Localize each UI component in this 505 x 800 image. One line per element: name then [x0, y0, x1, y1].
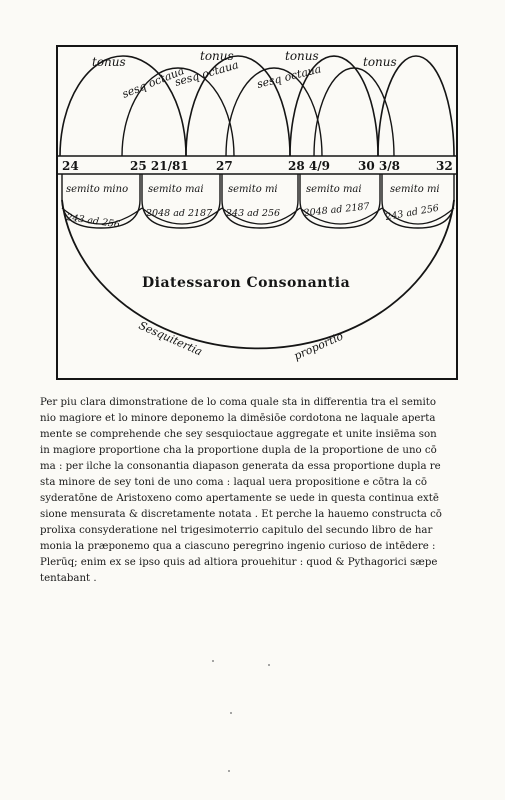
- number-25-21-81: 25 21/81: [130, 159, 189, 173]
- tone-arc-4: [377, 55, 455, 157]
- ratio-bracket-1: [61, 207, 143, 225]
- ratio-bracket-4: [299, 207, 383, 225]
- ratio-label-5: 243 ad 256: [384, 203, 440, 223]
- ratio-label-2: 2048 ad 2187: [145, 208, 213, 219]
- speck: [230, 712, 232, 714]
- diagram-frame: [56, 45, 458, 380]
- sesquitertia-arc: [61, 199, 455, 350]
- ratio-bracket-2: [141, 207, 223, 225]
- number-32: 32: [436, 159, 453, 173]
- body-line-6: sta minore de sey toni de uno coma : laq…: [40, 477, 428, 488]
- tone-arc-2: [185, 55, 291, 157]
- sesq-arc-1: [121, 67, 235, 157]
- body-line-5: ma : per ilche la consonantia diapason g…: [40, 461, 441, 472]
- diagram-title: Diatessaron Consonantia: [142, 275, 350, 291]
- semitone-label-2: semito mai: [148, 184, 204, 195]
- ratio-label-3: 243 ad 256: [225, 208, 280, 219]
- body-line-2: nio magiore et lo minore deponemo la dim…: [40, 413, 436, 424]
- number-30-3-8: 30 3/8: [358, 159, 400, 173]
- semitone-cell-2: [141, 174, 221, 229]
- body-line-7: syderatōne de Aristoxeno como apertament…: [40, 493, 439, 504]
- body-text: Per piu clara dimonstratione de lo coma …: [40, 395, 480, 587]
- tone-label-4: tonus: [363, 55, 397, 69]
- tone-arc-1: [59, 55, 187, 157]
- sesq-arc-2: [225, 67, 323, 157]
- body-line-8: sione mensurata & discretamente notata .…: [40, 509, 442, 520]
- interval-diagram: tonus tonus tonus tonus sesq octaua sesq…: [56, 45, 458, 380]
- ratio-label-4: 2048 ad 2187: [302, 201, 371, 219]
- body-line-3: mente se comprehende che sey sesquioctau…: [40, 429, 437, 440]
- body-line-12: tentabant .: [40, 573, 97, 584]
- semitone-label-1: semito mino: [66, 184, 128, 195]
- speck: [212, 660, 214, 662]
- number-24: 24: [62, 159, 79, 173]
- body-line-4: in magiore proportione cha la proportion…: [40, 445, 437, 456]
- number-27: 27: [216, 159, 233, 173]
- tone-label-1: tonus: [92, 55, 126, 69]
- semitone-label-3: semito mi: [228, 184, 278, 195]
- speck: [268, 664, 270, 666]
- body-line-11: Plerūq; enim ex se ipso quis ad altiora …: [40, 557, 438, 568]
- body-line-1: Per piu clara dimonstratione de lo coma …: [40, 397, 437, 408]
- ratio-bracket-3: [221, 207, 301, 225]
- semitone-label-5: semito mi: [390, 184, 440, 195]
- ratio-bracket-5: [381, 207, 455, 225]
- speck: [228, 770, 230, 772]
- sesq-label-3: sesq octaua: [256, 62, 323, 91]
- body-line-9: prolixa consyderatione nel trigesimoterr…: [40, 525, 433, 536]
- body-line-10: monia la præponemo qua a ciascuno peregr…: [40, 541, 436, 552]
- tone-label-2: tonus: [200, 49, 234, 63]
- semitone-cell-3: [221, 174, 299, 229]
- number-28-4-9: 28 4/9: [288, 159, 330, 173]
- proportio-label: proportio: [292, 329, 346, 362]
- tone-arc-3: [289, 55, 379, 157]
- sesq-arc-3: [313, 67, 395, 157]
- tone-label-3: tonus: [285, 49, 319, 63]
- semitone-label-4: semito mai: [306, 184, 362, 195]
